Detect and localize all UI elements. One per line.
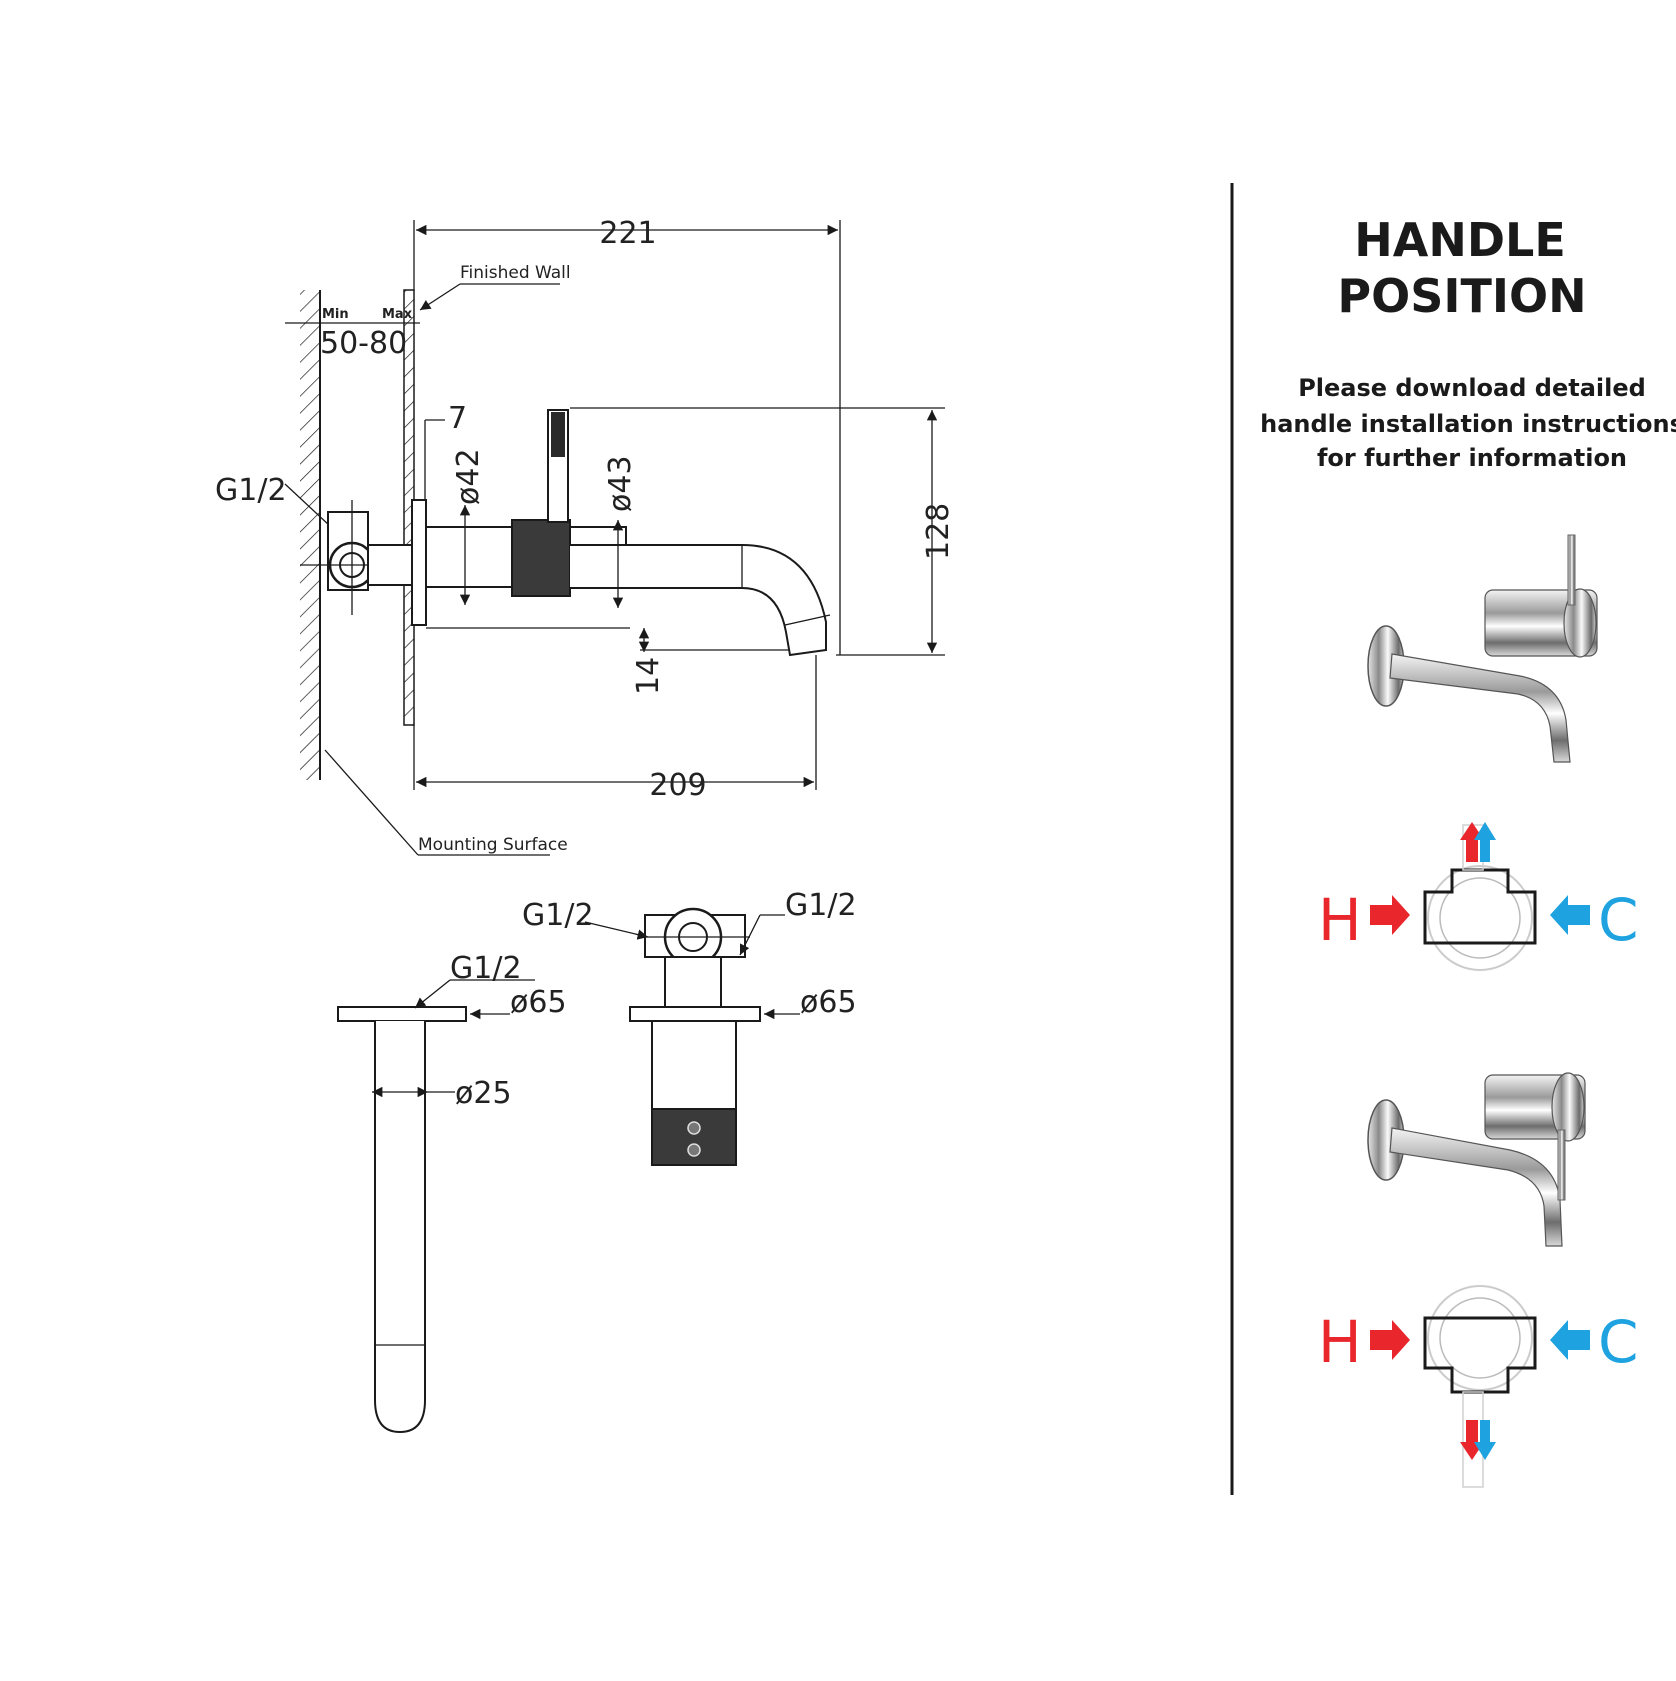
spout-top-view: G1/2 ø65 ø25 xyxy=(337,951,567,1434)
mixer-and-spout xyxy=(425,409,831,657)
product-image-handle-down xyxy=(1367,1072,1586,1247)
hot-label-1: H xyxy=(1318,886,1362,954)
handle-knurl xyxy=(511,519,571,597)
dim-handle-dia: ø43 xyxy=(603,455,638,512)
panel-info-line3: for further information xyxy=(1317,444,1627,472)
dim-plate-gap: 7 xyxy=(448,401,467,436)
schematic-outlet-up: H C xyxy=(1318,822,1639,971)
dim-inlet-left: G1/2 xyxy=(522,898,594,933)
mounting-wall-hatch xyxy=(300,290,320,780)
dim-mixer-plate-dia: ø65 xyxy=(800,985,857,1020)
dim-spout-plate-dia: ø65 xyxy=(510,985,567,1020)
dim-inlet-side: G1/2 xyxy=(215,473,287,508)
spout-plate xyxy=(337,1006,467,1022)
handle-position-panel: HANDLE POSITION Please download detailed… xyxy=(1260,213,1676,1488)
dim-spout-reach: 209 xyxy=(649,768,706,803)
dim-spout-inlet: G1/2 xyxy=(450,951,522,986)
dim-overall-length: 221 xyxy=(599,216,656,251)
cold-label-1: C xyxy=(1598,886,1639,954)
dim-body-dia: ø42 xyxy=(451,448,486,505)
panel-title-line2: POSITION xyxy=(1337,269,1586,323)
cold-arrow-1 xyxy=(1550,895,1590,935)
mounting-surface-label: Mounting Surface xyxy=(418,835,568,855)
mixed-outlet-arrow-up xyxy=(1460,822,1484,862)
max-label: Max xyxy=(382,307,413,322)
cold-label-2: C xyxy=(1598,1308,1639,1376)
hot-label-2: H xyxy=(1318,1308,1362,1376)
dim-wall-depth: 50-80 xyxy=(320,326,407,361)
cold-arrow-2 xyxy=(1550,1320,1590,1360)
valve-body xyxy=(300,500,470,615)
dim-height: 128 xyxy=(921,503,956,560)
schematic-outlet-down: H C xyxy=(1318,1285,1639,1488)
wall-plate xyxy=(411,499,427,626)
panel-title-line1: HANDLE xyxy=(1354,213,1566,267)
mixer-plate xyxy=(629,1006,761,1022)
spout-tube xyxy=(374,1021,426,1434)
hot-arrow-1 xyxy=(1370,895,1410,935)
product-image-handle-up xyxy=(1367,534,1598,763)
dim-spout-dia: ø25 xyxy=(455,1076,512,1111)
panel-info-line2: handle installation instructions xyxy=(1260,410,1676,438)
mixer-front-view: G1/2 G1/2 ø65 xyxy=(522,888,857,1166)
panel-info-line1: Please download detailed xyxy=(1298,374,1646,402)
dim-spout-drop: 14 xyxy=(631,657,666,695)
side-elevation: 221 Finished Wall Min Max 50-80 7 G1/2 xyxy=(215,216,956,856)
dim-inlet-right: G1/2 xyxy=(785,888,857,923)
hot-arrow-2 xyxy=(1370,1320,1410,1360)
mixed-outlet-arrow-down xyxy=(1460,1420,1484,1460)
finished-wall-label: Finished Wall xyxy=(460,263,571,283)
min-label: Min xyxy=(322,307,349,322)
